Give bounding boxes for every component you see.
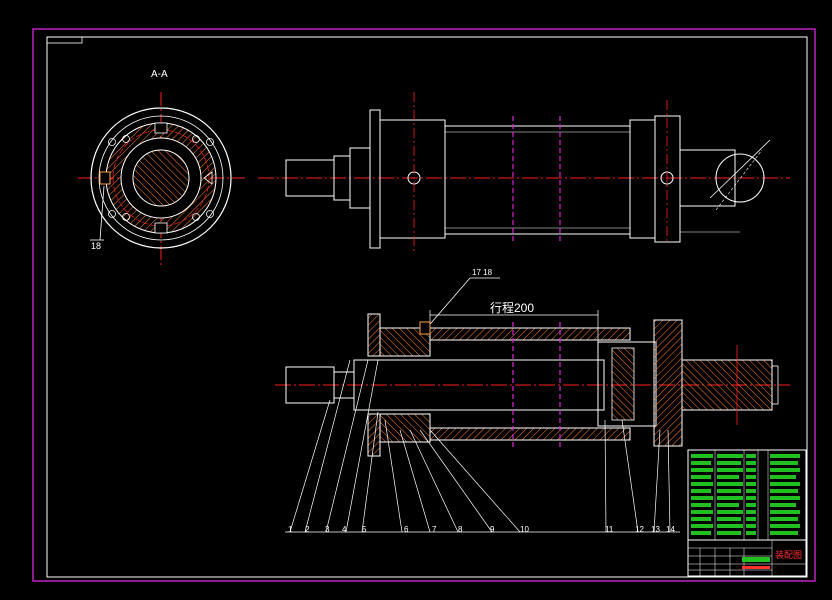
balloon-4: 4 <box>342 525 347 534</box>
title-block-name: 装配图 <box>775 549 802 560</box>
balloon-6: 6 <box>404 525 409 534</box>
balloon-1: 1 <box>288 525 293 534</box>
section-view-a-a: A-A 18 <box>78 69 245 265</box>
stroke-dimension-label: 行程200 <box>490 300 534 315</box>
balloon-13: 13 <box>651 525 660 534</box>
balloon-numbers: 1 2 3 4 5 6 7 8 9 10 11 12 13 14 <box>288 525 675 534</box>
corner-tag <box>46 36 83 44</box>
balloon-8: 8 <box>458 525 463 534</box>
bottom-section-view: 行程200 17 18 <box>275 268 790 533</box>
balloon-5: 5 <box>362 525 367 534</box>
balloon-10: 10 <box>520 525 529 534</box>
balloon-3: 3 <box>325 525 330 534</box>
balloon-7: 7 <box>432 525 437 534</box>
balloon-14: 14 <box>666 525 675 534</box>
inner-border <box>46 36 808 578</box>
parts-list-table <box>687 449 807 541</box>
top-external-view <box>258 92 790 252</box>
balloon-11: 11 <box>605 525 614 534</box>
section-label: A-A <box>151 69 168 80</box>
leader-17-18-label: 17 18 <box>472 268 493 277</box>
title-block: 装配图 <box>687 539 807 577</box>
balloon-9: 9 <box>490 525 495 534</box>
balloon-2: 2 <box>305 525 310 534</box>
outer-border <box>32 28 816 582</box>
balloon-12: 12 <box>635 525 644 534</box>
ref-18-label: 18 <box>91 241 101 251</box>
